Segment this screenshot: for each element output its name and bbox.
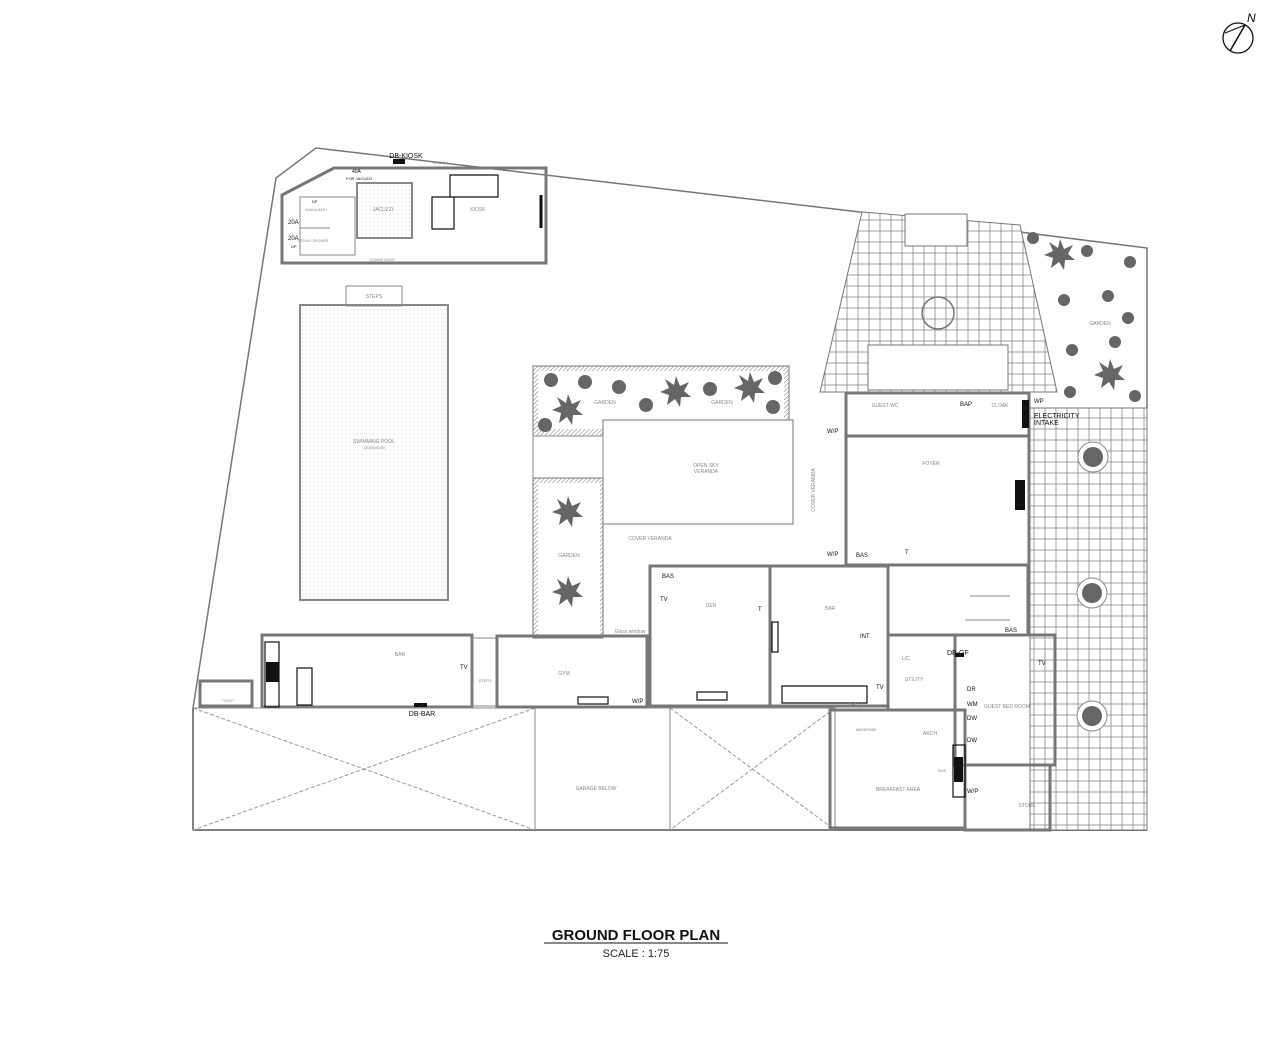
tree-icon (538, 371, 782, 607)
tree-icon (1027, 232, 1141, 402)
glass-window-label: Glass window (615, 629, 646, 635)
utility-label: UTILITY (905, 677, 924, 683)
pool-label: SWIMMING POOL (353, 439, 395, 445)
wp-label: WP (1034, 399, 1044, 405)
dp-label: DP (312, 199, 318, 204)
garage-label: GARAGE BELOW (576, 786, 617, 792)
electricity-label: ELECTRICITY (1034, 413, 1080, 420)
db-kiosk-label: DB-KIOSK (389, 153, 423, 160)
tv-label: TV (1038, 661, 1046, 667)
guest-wc-label: GUEST WC (872, 403, 899, 409)
sauna-label: SAUNA BATH (305, 208, 327, 212)
open-sky-label: OPEN SKY (693, 463, 719, 469)
outdoor-bar: BAR TOILET STEPS DB-BAR (198, 633, 498, 718)
bap-label: BAP (960, 402, 972, 408)
cover-veranda-label: COVER VERANDA (811, 468, 817, 512)
arch-label: ARCH (848, 702, 863, 708)
t-label: T (905, 550, 909, 556)
dp-label: DP (291, 244, 297, 249)
bar-label: BAR (395, 652, 406, 658)
wardrobe-label: WARDROBE (856, 728, 877, 732)
store-label: STORE (1018, 803, 1036, 809)
tv-label: TV (460, 665, 468, 671)
plot-boundary (192, 147, 1148, 709)
main-house: FOYER GUEST WC CLOAK ELECTRICITY INTAKE … (828, 391, 1080, 832)
jacuzzi-label: JACUZZI (373, 207, 394, 213)
lc-label: L/C (902, 656, 910, 662)
garden-label: GARDEN (1089, 321, 1111, 327)
int-label: INT (860, 634, 870, 640)
toilet-label: TOILET (222, 699, 235, 703)
steps-label: STEPS (478, 678, 491, 683)
wm-label: WM (967, 702, 978, 708)
garden-label: GARDEN (594, 400, 616, 406)
pool-steps-label: STEPS (366, 294, 383, 300)
window-label: WINDOW (432, 161, 448, 165)
open-sky-label: VERANDA (694, 469, 719, 475)
planter-icon (1076, 441, 1109, 732)
garden-label: GARDEN (558, 553, 580, 559)
foyer-label: FOYER (922, 461, 940, 467)
bar-label: BAR (825, 606, 836, 612)
bas-label: BAS (662, 574, 674, 580)
gym-label: GYM (558, 671, 569, 677)
wp-label: W/P (967, 789, 978, 795)
side-garden: GARDEN (1027, 232, 1148, 831)
dw-label: DW (967, 716, 977, 722)
bas-label: BAS (856, 553, 868, 559)
drawing-title: GROUND FLOOR PLAN (552, 927, 720, 944)
kiosk-block: DB-KIOSK 40A FOR JACUZZI JACUZZI KIOSK S… (280, 153, 548, 265)
bas-label: BAS (1005, 628, 1017, 634)
sliding-door-label: SLIDING DOOR (369, 258, 395, 262)
steam-label: STEAM / SHOWER (298, 239, 329, 243)
tv-label: TV (876, 685, 884, 691)
cover-veranda-label: COVER VERANDA (628, 536, 672, 542)
intake-label: INTAKE (1034, 420, 1059, 427)
arch-label: ARCH (923, 731, 938, 737)
breakfast-area-label: BREAKFAST AREA (876, 787, 921, 793)
veranda-area: GARDEN GARDEN GARDEN OPEN SKY VERANDA CO… (532, 365, 817, 639)
north-arrow-icon: N (1222, 11, 1256, 54)
cloak-label: CLOAK (992, 403, 1010, 409)
kiosk-label: KIOSK (470, 207, 486, 213)
dw-label: DW (967, 738, 977, 744)
db-bar-label: DB-BAR (409, 711, 435, 718)
guest-bed-room-label: GUEST BED ROOM (984, 704, 1030, 710)
amp-label: 40A (352, 169, 362, 175)
drawing-scale: SCALE : 1:75 (603, 948, 670, 960)
swimming-pool: STEPS SWIMMING POOL 12000x6000 (299, 285, 449, 601)
garden-label: GARDEN (711, 400, 733, 406)
north-label: N (1247, 11, 1256, 25)
amp-label: 20A (288, 236, 299, 242)
pool-size-label: 12000x6000 (363, 445, 386, 450)
wp-label: W/P (827, 552, 838, 558)
tv-label: TV (660, 597, 668, 603)
amp-label: 20A (288, 220, 299, 226)
den-label: DEN (706, 603, 717, 609)
garage: GARAGE BELOW (192, 707, 836, 831)
electrical-symbols: W/P W/P W/P W/P WP BAS BAS BAS BAP T T T… (460, 399, 1046, 795)
sink-label: SINK (938, 769, 947, 773)
t-label: T (758, 607, 762, 613)
wp-label: W/P (827, 429, 838, 435)
electricity-intake (1022, 400, 1029, 428)
wp-label: W/P (632, 699, 643, 705)
dr-label: DR (967, 687, 976, 693)
db-gf-label: DB-GF (947, 650, 969, 657)
jacuzzi-note: FOR JACUZZI (346, 176, 372, 181)
